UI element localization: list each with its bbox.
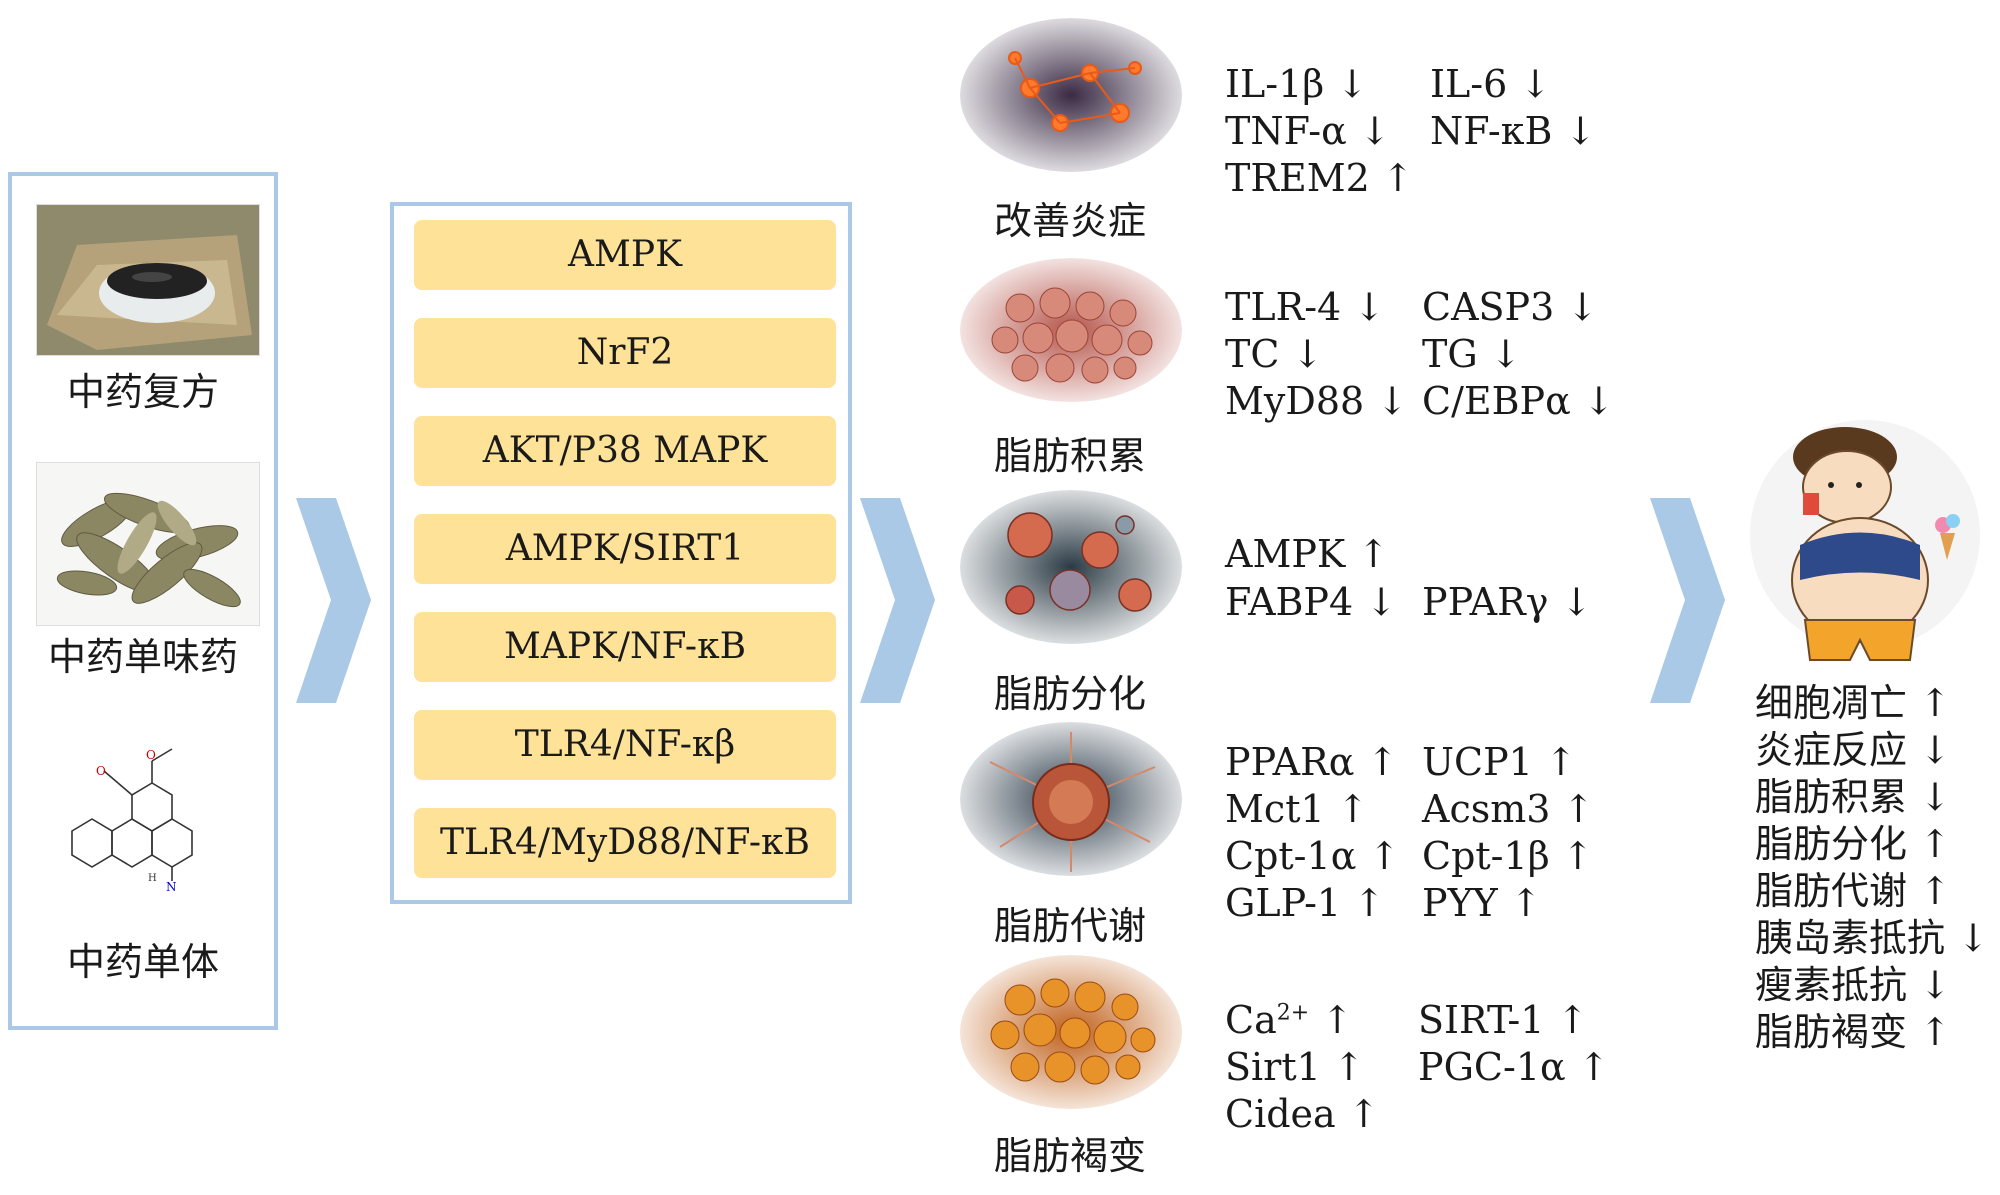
marker: SIRT-1 ↑	[1418, 998, 1589, 1042]
marker: Cidea ↑	[1225, 1092, 1380, 1136]
marker: PPARα ↑	[1225, 740, 1399, 784]
marker: Mct1 ↑	[1225, 787, 1369, 831]
outcome-item: 瘦素抵抗 ↓	[1755, 963, 1951, 1007]
fat-metabolism-image	[960, 722, 1182, 876]
marker: Cpt-1α ↑	[1225, 834, 1401, 878]
outcomes-list: 细胞凋亡 ↑ 炎症反应 ↓ 脂肪积累 ↓ 脂肪分化 ↑ 脂肪代谢 ↑ 胰岛素抵抗…	[1755, 680, 1989, 1056]
marker: GLP-1 ↑	[1225, 881, 1386, 925]
marker: CASP3 ↓	[1422, 285, 1599, 329]
flow-arrow-2	[860, 498, 935, 703]
outcome-item: 脂肪分化 ↑	[1755, 822, 1951, 866]
marker: Acsm3 ↑	[1422, 787, 1595, 831]
marker: TREM2 ↑	[1225, 156, 1414, 200]
pathway-box: AMPK	[414, 220, 836, 290]
outcome-item: 胰岛素抵抗 ↓	[1755, 916, 1989, 960]
marker: Cpt-1β ↑	[1422, 834, 1594, 878]
flow-arrow-1	[296, 498, 371, 703]
fat-differentiation-image	[960, 490, 1182, 644]
effect-label: 脂肪代谢	[993, 904, 1146, 948]
obese-child-cartoon	[1750, 420, 1980, 661]
marker: IL-6 ↓	[1430, 62, 1552, 106]
outcome-item: 脂肪积累 ↓	[1755, 775, 1951, 819]
dried-herb-leaves-photo	[36, 462, 260, 626]
effect-label: 脂肪分化	[993, 672, 1146, 716]
marker: TC ↓	[1225, 332, 1324, 376]
marker: Sirt1 ↑	[1225, 1045, 1365, 1089]
flow-arrow-3	[1650, 498, 1725, 703]
marker: IL-1β ↓	[1225, 62, 1369, 106]
pathway-box: AKT/P38 MAPK	[414, 416, 836, 486]
source-label-single-herb: 中药单味药	[47, 635, 238, 679]
effect-label: 脂肪积累	[993, 434, 1146, 478]
marker: C/EBPα ↓	[1422, 379, 1615, 423]
pathway-box: TLR4/MyD88/NF-κB	[414, 808, 836, 878]
marker: AMPK ↑	[1225, 532, 1390, 576]
outcome-item: 炎症反应 ↓	[1755, 728, 1951, 772]
effect-label: 脂肪褐变	[993, 1134, 1146, 1178]
pathway-box: TLR4/NF-κβ	[414, 710, 836, 780]
sources-panel: 中药复方 中药单味药 O	[8, 172, 278, 1030]
svg-text:O: O	[96, 764, 106, 778]
effect-label: 改善炎症	[993, 199, 1146, 243]
chemical-structure-drawing: O O N H	[71, 748, 193, 894]
outcome-item: 细胞凋亡 ↑	[1755, 681, 1951, 725]
marker: MyD88 ↓	[1225, 379, 1409, 423]
marker: NF-κB ↓	[1430, 109, 1597, 153]
marker: Ca2+ ↑	[1225, 998, 1354, 1042]
svg-text:O: O	[146, 748, 156, 762]
herbal-soup-bowl-photo	[36, 204, 260, 356]
fat-browning-image	[960, 955, 1182, 1109]
pathway-box: NrF2	[414, 318, 836, 388]
source-label-monomer: 中药单体	[66, 940, 219, 984]
marker: PPARγ ↓	[1422, 580, 1593, 624]
marker: PGC-1α ↑	[1418, 1045, 1610, 1089]
marker: TLR-4 ↓	[1225, 285, 1386, 329]
outcome-item: 脂肪褐变 ↑	[1755, 1010, 1951, 1054]
source-label-compound: 中药复方	[66, 370, 219, 414]
marker: TG ↓	[1422, 332, 1522, 376]
pathway-box: AMPK/SIRT1	[414, 514, 836, 584]
inflammation-cells-image	[960, 18, 1182, 172]
marker: TNF-α ↓	[1225, 109, 1391, 153]
marker: PYY ↑	[1422, 881, 1542, 925]
pathway-box: MAPK/NF-κB	[414, 612, 836, 682]
fat-accumulation-image	[960, 258, 1182, 402]
svg-text:N: N	[166, 880, 177, 894]
marker: UCP1 ↑	[1422, 740, 1577, 784]
pathways-panel: AMPK NrF2 AKT/P38 MAPK AMPK/SIRT1 MAPK/N…	[390, 202, 852, 904]
outcome-item: 脂肪代谢 ↑	[1755, 869, 1951, 913]
svg-text:H: H	[148, 873, 157, 884]
marker: FABP4 ↓	[1225, 580, 1398, 624]
